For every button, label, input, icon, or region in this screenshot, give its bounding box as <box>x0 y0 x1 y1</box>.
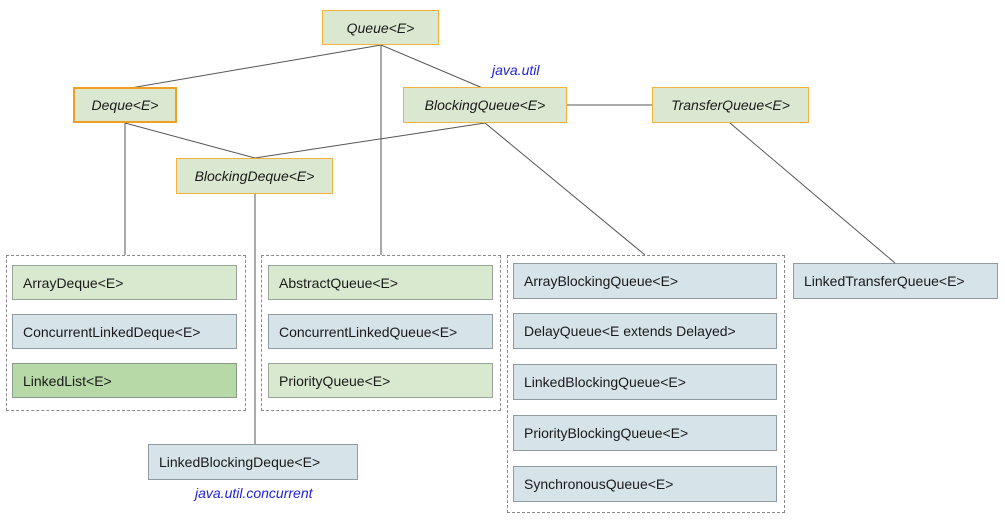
interface-queue: Queue<E> <box>322 10 439 45</box>
class-linked-list: LinkedList<E> <box>12 363 237 398</box>
edge-blockingqueue-blockingdeque <box>254 122 486 159</box>
class-abstract-queue: AbstractQueue<E> <box>268 265 493 300</box>
interface-transfer-queue: TransferQueue<E> <box>652 87 809 123</box>
interface-deque: Deque<E> <box>73 87 177 123</box>
class-priority-blocking-queue: PriorityBlockingQueue<E> <box>513 415 777 451</box>
class-concurrent-linked-deque: ConcurrentLinkedDeque<E> <box>12 314 237 349</box>
edge-deque-blockingdeque <box>124 122 256 159</box>
class-linked-blocking-deque: LinkedBlockingDeque<E> <box>148 444 358 480</box>
package-label-java-util-concurrent: java.util.concurrent <box>195 485 313 501</box>
edge-queue-blockingqueue <box>380 44 486 90</box>
class-concurrent-linked-queue: ConcurrentLinkedQueue<E> <box>268 314 493 349</box>
class-linked-transfer-queue: LinkedTransferQueue<E> <box>793 263 998 299</box>
interface-blocking-queue: BlockingQueue<E> <box>403 87 567 123</box>
class-array-deque: ArrayDeque<E> <box>12 265 237 300</box>
class-priority-queue: PriorityQueue<E> <box>268 363 493 398</box>
class-synchronous-queue: SynchronousQueue<E> <box>513 466 777 502</box>
package-label-java-util: java.util <box>492 62 540 78</box>
edge-blockingqueue-blockingqueuegroup <box>484 122 646 256</box>
edge-transferqueue-linkedtransferqueue <box>729 122 896 264</box>
deque-impl-group <box>6 255 246 411</box>
interface-blocking-deque: BlockingDeque<E> <box>176 158 333 194</box>
class-linked-blocking-queue: LinkedBlockingQueue<E> <box>513 364 777 400</box>
class-delay-queue: DelayQueue<E extends Delayed> <box>513 313 777 349</box>
class-array-blocking-queue: ArrayBlockingQueue<E> <box>513 263 777 299</box>
edge-queue-deque <box>124 44 382 90</box>
queue-impl-group <box>261 255 501 411</box>
blocking-queue-impl-group <box>507 255 785 513</box>
